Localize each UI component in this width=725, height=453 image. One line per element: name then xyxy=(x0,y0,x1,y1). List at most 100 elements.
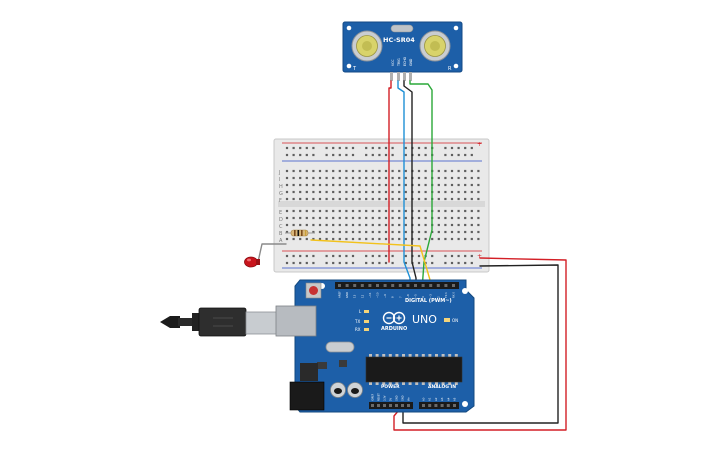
breadboard-hole xyxy=(391,209,394,213)
chip-pin xyxy=(375,382,379,385)
breadboard-hole xyxy=(325,183,328,187)
breadboard-hole xyxy=(292,153,295,157)
breadboard-hole xyxy=(299,209,302,213)
digital-pin-label: GND xyxy=(345,292,349,298)
transmitter-mark: T xyxy=(352,66,357,72)
breadboard-hole xyxy=(437,197,440,201)
chip-pin xyxy=(454,382,458,385)
breadboard-hole xyxy=(332,209,335,213)
breadboard-hole xyxy=(305,223,308,227)
breadboard-hole xyxy=(437,223,440,227)
breadboard-hole xyxy=(318,230,322,234)
breadboard-hole xyxy=(424,223,427,227)
breadboard-hole xyxy=(325,190,328,194)
breadboard-hole xyxy=(444,197,447,201)
breadboard-hole xyxy=(312,237,315,241)
breadboard-hole xyxy=(332,261,335,265)
breadboard-hole xyxy=(345,190,348,194)
breadboard-hole xyxy=(338,223,341,227)
breadboard-hole xyxy=(338,216,341,220)
breadboard-hole xyxy=(398,197,401,201)
sensor-model-label: HC-SR04 xyxy=(383,36,415,44)
resistor[interactable] xyxy=(285,229,315,237)
breadboard-hole xyxy=(332,190,335,194)
breadboard-hole xyxy=(477,230,480,234)
ultrasonic-sensor[interactable]: HC-SR04 T R VCC TRIG ECHO GND xyxy=(342,21,463,81)
breadboard-hole xyxy=(345,216,348,220)
breadboard-hole xyxy=(325,209,328,213)
breadboard-hole xyxy=(424,146,427,150)
breadboard-hole xyxy=(457,146,460,150)
breadboard-hole xyxy=(371,183,374,187)
header-pin xyxy=(360,284,364,287)
breadboard-hole xyxy=(371,153,374,157)
breadboard-hole xyxy=(470,183,473,187)
breadboard-hole xyxy=(299,197,302,201)
breadboard-hole xyxy=(358,169,361,173)
breadboard-hole xyxy=(285,254,289,258)
breadboard-hole xyxy=(325,237,328,241)
breadboard-hole xyxy=(305,176,308,180)
breadboard-hole xyxy=(450,261,454,265)
led[interactable] xyxy=(244,256,261,268)
header-pin xyxy=(376,284,379,287)
breadboard-hole xyxy=(378,209,381,213)
breadboard-hole xyxy=(351,237,355,241)
breadboard: J I H G F E D C B A + + xyxy=(273,138,490,273)
breadboard-hole xyxy=(285,261,289,265)
breadboard-hole xyxy=(404,216,407,220)
breadboard-hole xyxy=(464,176,467,180)
breadboard-hole xyxy=(312,169,315,173)
breadboard-hole xyxy=(312,183,315,187)
breadboard-hole xyxy=(351,153,355,157)
breadboard-row-letters: J I H G F E D C B A xyxy=(278,170,283,244)
breadboard-hole xyxy=(444,223,447,227)
breadboard-hole xyxy=(312,197,315,201)
breadboard-hole xyxy=(378,146,381,150)
breadboard-hole xyxy=(450,146,454,150)
header-pin xyxy=(428,404,432,407)
breadboard-hole xyxy=(450,230,454,234)
breadboard-hole xyxy=(444,254,447,258)
breadboard-hole xyxy=(345,183,348,187)
breadboard-hole xyxy=(285,146,289,150)
header-pin xyxy=(406,284,410,287)
breadboard-hole xyxy=(404,146,407,150)
breadboard-hole xyxy=(398,176,401,180)
header-pin xyxy=(371,404,374,407)
digital-pin-label: ~10 xyxy=(376,292,380,298)
digital-pin-label: ~3 xyxy=(429,294,433,298)
row-letter: J xyxy=(278,170,280,176)
breadboard-hole xyxy=(444,183,447,187)
breadboard-hole xyxy=(285,176,289,180)
pin-label: GND xyxy=(409,58,413,66)
breadboard-hole xyxy=(477,223,480,227)
breadboard-hole xyxy=(332,183,335,187)
breadboard-hole xyxy=(292,254,295,258)
breadboard-hole xyxy=(398,216,401,220)
breadboard-hole xyxy=(398,169,401,173)
breadboard-hole xyxy=(299,169,302,173)
breadboard-hole xyxy=(332,230,335,234)
header-pin xyxy=(429,284,433,287)
power-pin-label: RESET xyxy=(378,393,381,401)
breadboard-hole xyxy=(391,169,394,173)
breadboard-hole xyxy=(318,216,322,220)
breadboard-hole xyxy=(285,216,289,220)
breadboard-hole xyxy=(384,237,388,241)
breadboard-hole xyxy=(318,237,322,241)
breadboard-hole xyxy=(424,230,427,234)
analog-pin-label: A4 xyxy=(446,397,450,401)
breadboard-hole xyxy=(398,223,401,227)
sensor-pin-labels: VCC TRIG ECHO GND xyxy=(391,56,413,67)
breadboard-hole xyxy=(312,254,315,258)
breadboard-hole xyxy=(345,223,348,227)
breadboard-hole xyxy=(365,183,368,187)
digital-pin-label: RX 0 xyxy=(452,292,456,298)
breadboard-hole xyxy=(345,146,348,150)
breadboard-hole xyxy=(384,254,388,258)
header-pin xyxy=(353,284,357,287)
breadboard-hole xyxy=(437,237,440,241)
